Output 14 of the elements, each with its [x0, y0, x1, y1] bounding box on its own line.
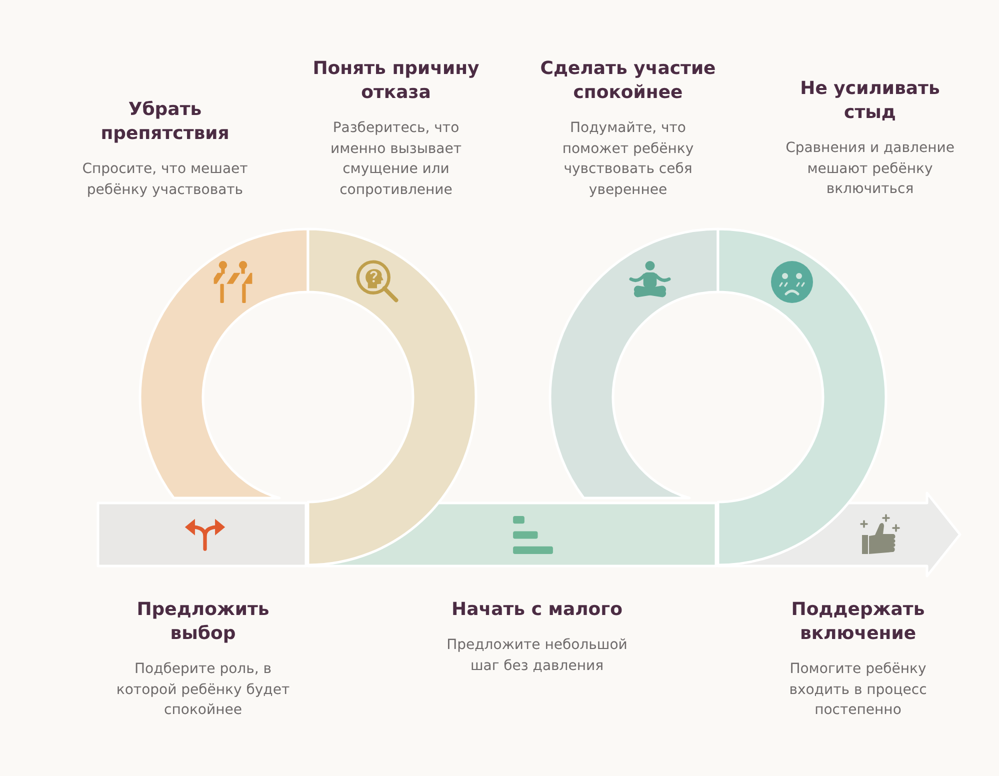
step-title: Сделать участие спокойнее — [539, 57, 717, 105]
step-title: Убрать препятствия — [100, 98, 230, 146]
step-title: Предложить выбор — [136, 598, 270, 646]
step-description: Предложите небольшой шаг без давления — [446, 636, 628, 676]
step-description: Разберитесь, что именно вызывает смущение или сопротивление — [330, 119, 462, 200]
step-title: Не усиливать стыд — [799, 77, 941, 125]
step-title: Начать с малого — [452, 598, 622, 622]
step-description: Подберите роль, в которой ребёнку будет спокойнее — [115, 660, 291, 720]
step-title: Поддержать включение — [790, 598, 926, 646]
step-description: Помогите ребёнку входить в процесс постепенно — [788, 660, 928, 720]
step-description: Сравнения и давление мешают ребёнку включиться — [784, 139, 956, 199]
step-description: Подумайте, что поможет ребёнку чувствовать себя увереннее — [561, 119, 695, 200]
step-title: Понять причину отказа — [312, 57, 480, 105]
step-description: Спросите, что мешает ребёнку участвовать — [81, 160, 249, 200]
